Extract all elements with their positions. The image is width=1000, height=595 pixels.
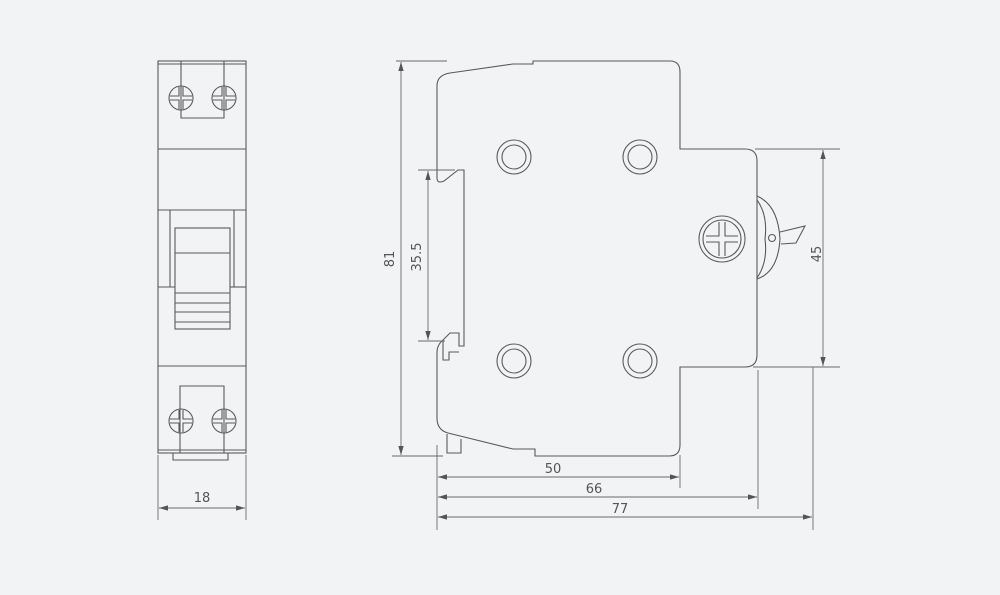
depth-label-66: 66 [586, 482, 603, 497]
screw-icon [168, 408, 194, 434]
rail-label: 35.5 [410, 243, 425, 272]
height-label: 81 [383, 251, 398, 268]
screw-icon [698, 215, 746, 263]
front-height-label: 45 [810, 246, 825, 263]
front-view: 18 [157, 60, 247, 520]
side-body-outline [436, 60, 758, 457]
depth-label-77: 77 [612, 502, 629, 517]
front-body-outline [157, 60, 247, 454]
width-label: 18 [194, 491, 211, 506]
depth-label-50: 50 [545, 462, 562, 477]
side-view: 81 35.5 45 50 66 77 [383, 60, 840, 530]
mounting-holes [496, 139, 658, 379]
top-terminal [180, 61, 225, 119]
lever-icon [756, 195, 807, 280]
din-clip [446, 434, 462, 454]
toggle-handle [174, 227, 231, 330]
bottom-terminal [179, 385, 225, 453]
